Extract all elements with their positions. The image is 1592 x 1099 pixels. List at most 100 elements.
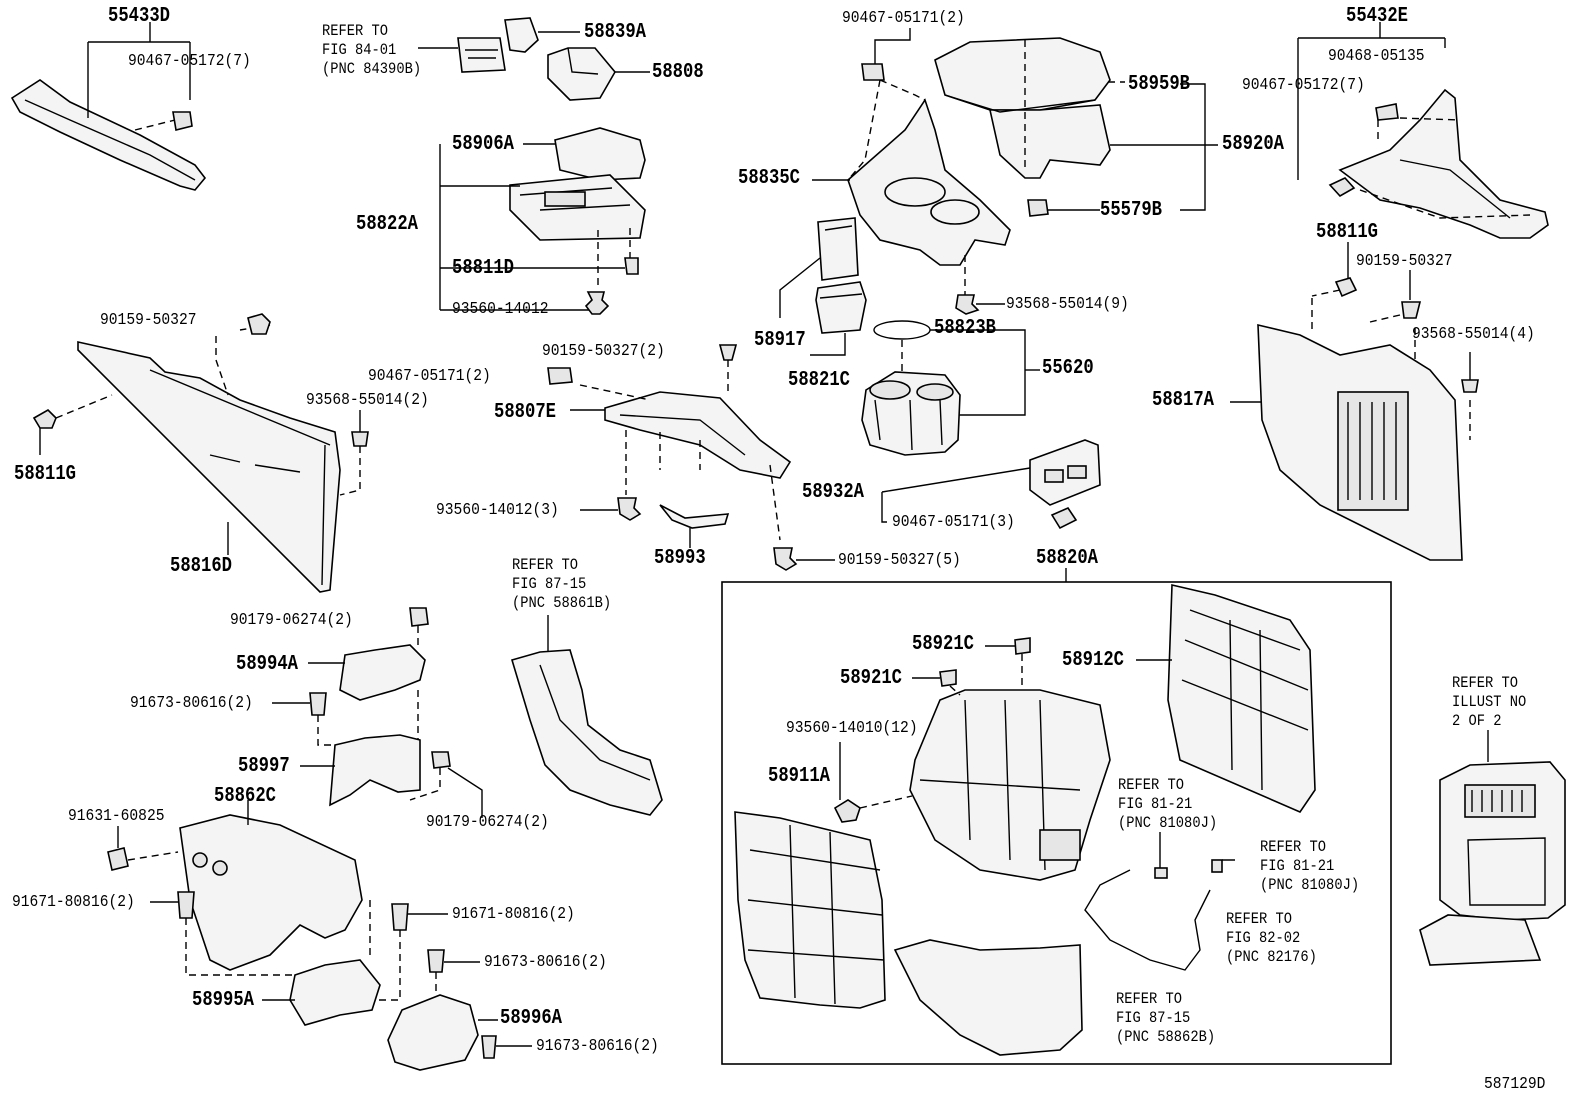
- label-55433d: 55433D: [108, 5, 171, 28]
- screw-93560-14012-3: [617, 497, 642, 521]
- bolt-91631-60825: [107, 847, 129, 871]
- label-55620: 55620: [1042, 357, 1094, 380]
- part-55433d-strip: [10, 79, 207, 191]
- label-58917: 58917: [754, 329, 806, 352]
- label-58911a: 58911A: [768, 765, 831, 788]
- nut-90179-06274-a: [409, 607, 429, 627]
- label-58994a: 58994A: [236, 653, 299, 676]
- clip-58921c-b: [939, 669, 957, 687]
- screw-93568-55014-9: [955, 294, 980, 315]
- part-55432e-trim: [1338, 88, 1549, 239]
- part-58835c-console: [847, 98, 1011, 266]
- label-58912c: 58912C: [1062, 649, 1125, 672]
- clip-90467-05171-3: [1050, 506, 1078, 530]
- label-90468-05135: 90468-05135: [1328, 47, 1425, 66]
- part-58817a-panel: [1257, 323, 1463, 561]
- label-58993: 58993: [654, 547, 706, 570]
- label-90159-50327-left: 90159-50327: [100, 311, 197, 330]
- part-58994a: [339, 644, 426, 701]
- label-58997: 58997: [238, 755, 290, 778]
- clip-90467-05171-top: [861, 63, 885, 81]
- clip-58811g-right: [1334, 277, 1358, 298]
- label-58995a: 58995A: [192, 989, 255, 1012]
- label-58817a: 58817A: [1152, 389, 1215, 412]
- figure-number: 587129D: [1484, 1075, 1546, 1094]
- nut-90179-06274-b: [431, 751, 451, 769]
- part-58807e-bracket: [604, 391, 792, 479]
- label-90159-50327-5: 90159-50327(5): [838, 551, 961, 570]
- label-90467-05171-3: 90467-05171(3): [892, 513, 1015, 532]
- label-58959b: 58959B: [1128, 73, 1191, 96]
- label-93560-14012-3: 93560-14012(3): [436, 501, 559, 520]
- part-duct-58861b: [511, 649, 663, 816]
- part-58823b-ring: [873, 320, 931, 340]
- screw-93568-55014-4: [1461, 379, 1479, 393]
- label-58811g-right: 58811G: [1316, 221, 1379, 244]
- refer-fig-81-21-b: REFER TO FIG 81-21 (PNC 81080J): [1260, 838, 1360, 894]
- label-91673-80616-2-c: 91673-80616(2): [536, 1037, 659, 1056]
- label-93560-14010-12: 93560-14010(12): [786, 719, 918, 738]
- screw-93560-14010: [833, 799, 861, 823]
- label-90179-06274-2-a: 90179-06274(2): [230, 611, 353, 630]
- label-90159-50327-2: 90159-50327(2): [542, 342, 665, 361]
- part-58932a-bezel: [1029, 439, 1101, 506]
- refer-fig-87-15-58861b: REFER TO FIG 87-15 (PNC 58861B): [512, 556, 612, 612]
- part-58995a: [289, 959, 381, 1026]
- label-58920a: 58920A: [1222, 133, 1285, 156]
- part-58911a-panel: [734, 811, 886, 1009]
- clip-90467-05171-mid: [547, 367, 573, 385]
- label-90467-05172-7-left: 90467-05172(7): [128, 52, 251, 71]
- clip-58921c-a: [1014, 637, 1031, 655]
- screw-93560-14012: [584, 291, 610, 315]
- screw-90159-50327-5: [773, 547, 798, 571]
- clip-90467-05172-left: [172, 111, 193, 131]
- clip-90468-05135: [1375, 103, 1399, 121]
- label-90467-05171-2-top: 90467-05171(2): [842, 9, 965, 28]
- label-93568-55014-9: 93568-55014(9): [1006, 295, 1129, 314]
- part-harness: [1084, 859, 1223, 971]
- label-58811g-left: 58811G: [14, 463, 77, 486]
- assembly-58820a-box: [721, 581, 1392, 1065]
- label-90159-50327-right: 90159-50327: [1356, 252, 1453, 271]
- bolt-91671-80816-b: [391, 903, 409, 931]
- screw-90159-50327-right: [1401, 301, 1422, 319]
- bolt-91671-80816-a: [177, 891, 195, 919]
- label-90467-05172-7-right: 90467-05172(7): [1242, 76, 1365, 95]
- part-58920a-armrest: [934, 37, 1111, 179]
- part-duct-58862b: [893, 939, 1083, 1056]
- part-58912c-panel: [1167, 584, 1316, 813]
- label-58921c-a: 58921C: [912, 633, 975, 656]
- clip-58811g-left: [32, 409, 57, 429]
- part-58993: [659, 504, 730, 529]
- bolt-91673-80616-a: [309, 692, 327, 716]
- label-58862c: 58862C: [214, 785, 277, 808]
- part-58997: [329, 734, 421, 807]
- refer-fig-82-02: REFER TO FIG 82-02 (PNC 82176): [1226, 910, 1317, 966]
- label-58932a: 58932A: [802, 481, 865, 504]
- label-93568-55014-4: 93568-55014(4): [1412, 325, 1535, 344]
- label-58807e: 58807E: [494, 401, 557, 424]
- part-58816d-panel: [77, 341, 341, 593]
- part-58808: [547, 47, 616, 101]
- label-91671-80816-2-a: 91671-80816(2): [12, 893, 135, 912]
- part-58822a-tray: [509, 174, 646, 241]
- part-connector-84390b: [457, 37, 506, 73]
- label-58820a: 58820A: [1036, 547, 1099, 570]
- clip-90467-05172-right: [1328, 177, 1356, 198]
- part-58917-pad: [817, 217, 859, 281]
- label-58811d: 58811D: [452, 257, 515, 280]
- part-58821c-holder: [815, 281, 867, 334]
- label-55579b: 55579B: [1100, 199, 1163, 222]
- label-58921c-b: 58921C: [840, 667, 903, 690]
- label-58816d: 58816D: [170, 555, 233, 578]
- part-58839a: [504, 17, 539, 53]
- label-91631-60825: 91631-60825: [68, 807, 165, 826]
- label-91671-80816-2-b: 91671-80816(2): [452, 905, 575, 924]
- label-91673-80616-2-a: 91673-80616(2): [130, 694, 253, 713]
- part-55620-cupholder: [861, 371, 961, 456]
- refer-fig-87-15-58862b: REFER TO FIG 87-15 (PNC 58862B): [1116, 990, 1216, 1046]
- label-58823b: 58823B: [934, 317, 997, 340]
- part-rear-console: [1419, 761, 1566, 966]
